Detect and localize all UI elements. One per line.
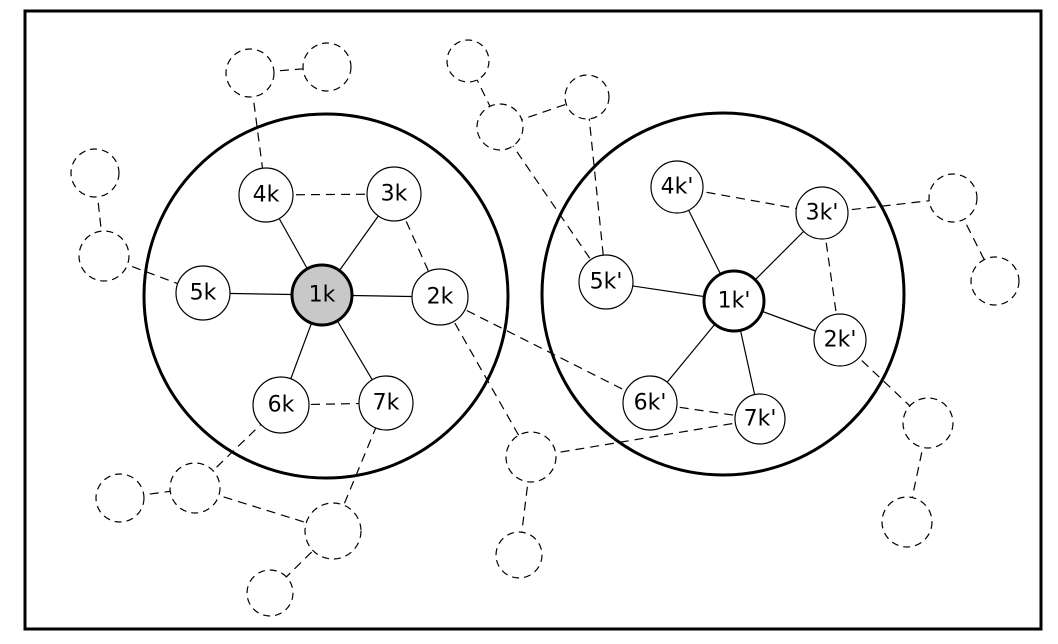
ghost-node [495, 531, 543, 579]
node-6k: 6k [252, 376, 310, 434]
node-5k-prime: 5k' [578, 254, 634, 310]
diagram-frame [23, 9, 1043, 631]
ghost-node [225, 48, 275, 98]
ghost-node [564, 74, 610, 120]
node-label-2k-prime: 2k' [824, 328, 857, 353]
ghost-node [446, 39, 490, 83]
node-1k: 1k [290, 263, 354, 327]
node-6k-prime: 6k' [622, 375, 678, 431]
ghost-node [476, 103, 524, 151]
node-4k: 4k [238, 167, 294, 223]
ghost-node [169, 462, 221, 514]
node-label-2k: 2k [427, 285, 454, 310]
edge-2k-ghost-l [439, 296, 532, 458]
node-label-1k-prime: 1k' [718, 289, 751, 314]
node-label-7k-prime: 7k' [744, 407, 777, 432]
ghost-node [304, 502, 362, 560]
edge-ghost-k-5kp [586, 96, 607, 283]
edge-2k-6kp [439, 296, 651, 404]
node-3k-prime: 3k' [795, 186, 849, 240]
ghost-node [246, 569, 294, 617]
node-label-6k: 6k [268, 393, 295, 418]
node-label-5k-prime: 5k' [590, 270, 623, 295]
node-label-1k: 1k [309, 283, 336, 308]
node-7k-prime: 7k' [734, 393, 786, 445]
ghost-node [970, 256, 1020, 306]
node-label-3k-prime: 3k' [806, 201, 839, 226]
ghost-node [902, 397, 954, 449]
cluster-boundary-k [142, 112, 510, 480]
node-7k: 7k [358, 375, 414, 431]
node-label-5k: 5k [190, 281, 217, 306]
node-1k-prime: 1k' [702, 269, 766, 333]
ghost-node [302, 42, 352, 92]
node-2k-prime: 2k' [813, 313, 867, 367]
node-label-6k-prime: 6k' [634, 391, 667, 416]
node-label-4k: 4k [253, 183, 280, 208]
node-label-7k: 7k [373, 391, 400, 416]
ghost-node [95, 473, 145, 523]
edge-ghost-l-7kp [530, 418, 761, 458]
ghost-node [78, 230, 130, 282]
ghost-node [881, 496, 933, 548]
ghost-node [70, 148, 120, 198]
node-5k: 5k [175, 265, 231, 321]
node-3k: 3k [366, 166, 422, 222]
node-4k-prime: 4k' [650, 160, 704, 214]
cluster-boundary-k-prime [540, 111, 906, 477]
ghost-node [928, 173, 978, 223]
node-label-4k-prime: 4k' [661, 175, 694, 200]
ghost-nodes [70, 39, 1020, 617]
edge-ghost-j-5kp [499, 126, 607, 283]
node-2k: 2k [411, 268, 469, 326]
node-label-3k: 3k [381, 182, 408, 207]
ghost-node [505, 431, 557, 483]
